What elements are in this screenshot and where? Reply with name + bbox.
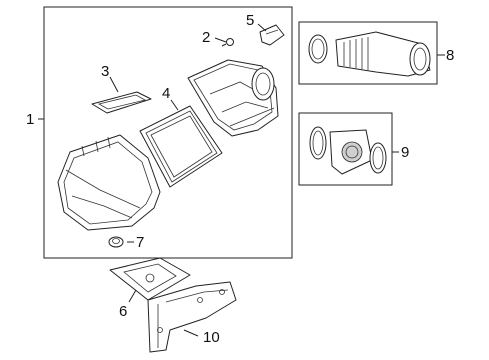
callout-2: 2: [202, 29, 210, 46]
air-cleaner-lower-housing: [57, 134, 161, 231]
callout-8: 8: [446, 47, 454, 64]
callout-9: 9: [401, 144, 409, 161]
airflow-sensor: [259, 24, 285, 46]
outlet-duct: [309, 126, 387, 175]
callout-4: 4: [162, 85, 170, 102]
air-filter-element: [139, 105, 223, 188]
inlet-duct-frame: [298, 21, 438, 85]
callout-10: 10: [203, 329, 220, 346]
support-bracket: [147, 281, 237, 353]
callout-7: 7: [136, 234, 144, 251]
callout-1: 1: [26, 111, 34, 128]
assembly-frame: [43, 6, 293, 259]
mounting-plate: [109, 257, 191, 301]
outlet-duct-frame: [298, 112, 393, 186]
air-cleaner-upper-housing: [187, 59, 279, 137]
intake-tray: [91, 91, 152, 114]
grommet: [108, 236, 124, 248]
callout-6: 6: [119, 303, 127, 320]
callout-3: 3: [101, 63, 109, 80]
callout-5: 5: [246, 12, 254, 29]
inlet-duct: [308, 31, 431, 77]
bolt: [221, 38, 234, 47]
